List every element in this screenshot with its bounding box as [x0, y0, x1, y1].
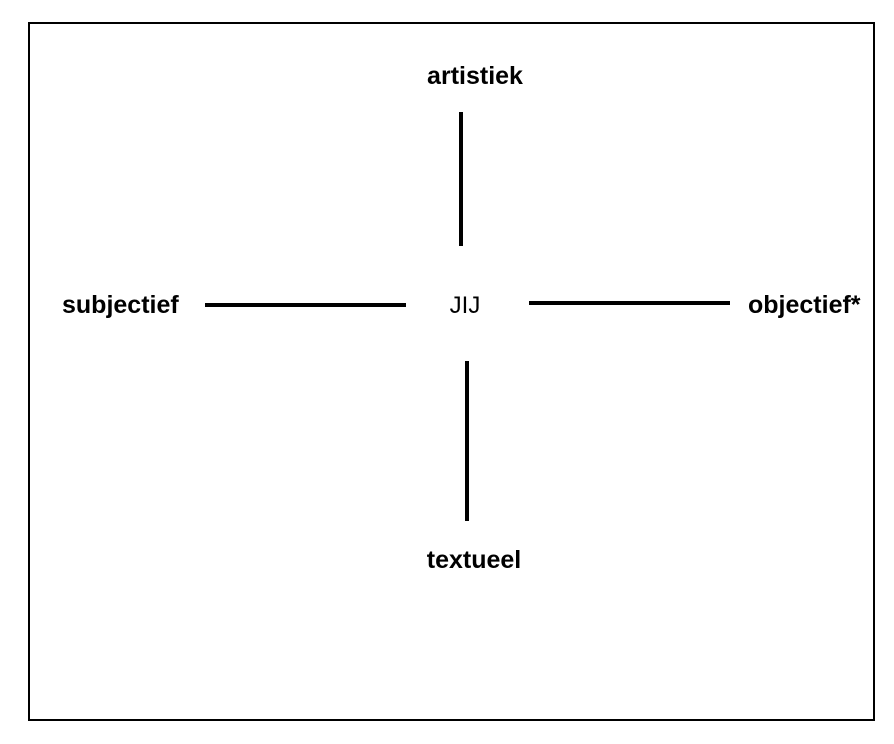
axis-label-bottom: textueel [426, 546, 522, 574]
axis-label-top: artistiek [427, 62, 523, 90]
horizontal-line-left [205, 303, 406, 307]
vertical-line-top [459, 112, 463, 246]
axis-label-right: objectief* [748, 291, 861, 319]
horizontal-line-right [529, 301, 730, 305]
diagram-frame: artistiek subjectief JIJ objectief* text… [28, 22, 875, 721]
vertical-line-bottom [465, 361, 469, 521]
center-label: JIJ [449, 292, 481, 319]
axis-label-left: subjectief [62, 291, 179, 319]
